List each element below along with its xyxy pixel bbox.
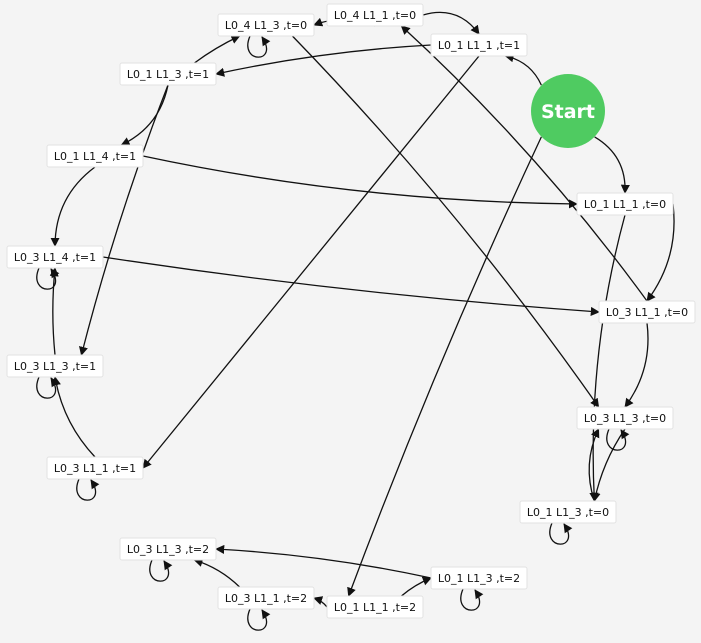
state-node[interactable]: L0_4 L1_1 ,t=0 bbox=[326, 3, 424, 27]
edge-n01_13_1-to-n04_13_0 bbox=[194, 35, 241, 64]
edge-n04_13_0-to-n03_13_0 bbox=[291, 35, 600, 408]
state-node-box bbox=[326, 3, 424, 27]
start-node[interactable]: Start bbox=[531, 74, 605, 148]
edge-n03_13_2-to-n03_13_2 bbox=[149, 559, 173, 582]
state-node-box bbox=[519, 500, 617, 524]
state-node-label: L0_1 L1_1 ,t=1 bbox=[438, 39, 520, 52]
state-node-label: L0_3 L1_4 ,t=1 bbox=[14, 251, 96, 264]
start-node-label: Start bbox=[541, 101, 595, 123]
edge-n03_11_1-to-n03_11_1 bbox=[76, 478, 100, 501]
state-node-label: L0_1 L1_3 ,t=0 bbox=[527, 506, 609, 519]
edge-n01_14_1-to-n01_11_0 bbox=[142, 155, 578, 209]
edge-n01_13_0-to-n01_13_0 bbox=[549, 522, 573, 545]
state-node-label: L0_4 L1_1 ,t=0 bbox=[334, 9, 416, 22]
edge-n03_11_0-to-n03_13_0 bbox=[624, 322, 649, 408]
edge-n01_13_1-to-n03_13_1 bbox=[79, 84, 169, 356]
edge-n_start-to-n01_11_1 bbox=[504, 53, 542, 86]
edge-n03_11_1-to-n03_13_1 bbox=[51, 376, 96, 458]
state-node[interactable]: L0_3 L1_1 ,t=2 bbox=[217, 586, 315, 610]
state-node[interactable]: L0_3 L1_3 ,t=2 bbox=[119, 537, 217, 561]
state-node-label: L0_3 L1_1 ,t=1 bbox=[54, 462, 136, 475]
edge-n04_13_0-to-n04_13_0 bbox=[247, 35, 271, 58]
edge-n03_11_2-to-n03_13_2 bbox=[193, 558, 241, 588]
state-node-box bbox=[46, 456, 144, 480]
edge-n03_13_1-to-n03_14_1 bbox=[49, 267, 59, 356]
edge-n01_13_2-to-n03_13_2 bbox=[215, 544, 432, 579]
state-node-box bbox=[598, 300, 696, 324]
edge-n03_11_0-to-n04_11_0 bbox=[400, 25, 648, 302]
state-node[interactable]: L0_3 L1_1 ,t=1 bbox=[46, 456, 144, 480]
state-node[interactable]: L0_3 L1_4 ,t=1 bbox=[6, 245, 104, 269]
edge-n01_11_0-to-n01_13_0 bbox=[589, 214, 626, 502]
state-node-box bbox=[6, 354, 104, 378]
state-node[interactable]: L0_4 L1_3 ,t=0 bbox=[217, 13, 315, 37]
state-node-box bbox=[576, 192, 674, 216]
edge-n01_13_1-to-n01_14_1 bbox=[120, 84, 169, 146]
state-node[interactable]: L0_3 L1_3 ,t=1 bbox=[6, 354, 104, 378]
state-node-box bbox=[119, 537, 217, 561]
state-node[interactable]: L0_1 L1_1 ,t=2 bbox=[326, 595, 424, 619]
state-node-label: L0_3 L1_3 ,t=0 bbox=[584, 412, 666, 425]
state-node[interactable]: L0_3 L1_3 ,t=0 bbox=[576, 406, 674, 430]
state-node-label: L0_3 L1_1 ,t=2 bbox=[225, 592, 307, 605]
state-node-box bbox=[326, 595, 424, 619]
edge-n_start-to-n01_11_2 bbox=[347, 136, 542, 597]
state-node[interactable]: L0_1 L1_1 ,t=1 bbox=[430, 33, 528, 57]
edge-n01_11_1-to-n03_11_1 bbox=[142, 55, 480, 469]
edge-n03_11_2-to-n03_11_2 bbox=[247, 608, 271, 631]
state-node-label: L0_1 L1_1 ,t=2 bbox=[334, 601, 416, 614]
state-node[interactable]: L0_3 L1_1 ,t=0 bbox=[598, 300, 696, 324]
state-node-label: L0_3 L1_3 ,t=1 bbox=[14, 360, 96, 373]
edge-n03_14_1-to-n03_14_1 bbox=[36, 267, 60, 290]
nodes-layer: Start L0_4 L1_3 ,t=0 L0_4 L1_1 ,t=0L0_1 L1… bbox=[6, 3, 696, 619]
state-node-box bbox=[576, 406, 674, 430]
state-node-label: L0_1 L1_3 ,t=2 bbox=[438, 572, 520, 585]
edge-n01_11_2-to-n03_11_2 bbox=[313, 596, 328, 608]
edges-layer bbox=[36, 11, 675, 631]
state-node-label: L0_3 L1_3 ,t=2 bbox=[127, 543, 209, 556]
state-node-box bbox=[217, 586, 315, 610]
state-node-box bbox=[46, 144, 144, 168]
edge-n03_13_0-to-n01_13_0 bbox=[591, 428, 626, 502]
edge-n04_11_0-to-n01_11_1 bbox=[422, 11, 480, 35]
state-node-label: L0_1 L1_4 ,t=1 bbox=[54, 150, 136, 163]
state-node-label: L0_4 L1_3 ,t=0 bbox=[225, 19, 307, 32]
state-node-box bbox=[430, 33, 528, 57]
edge-n01_11_0-to-n03_11_0 bbox=[646, 203, 675, 302]
edge-n01_11_1-to-n01_13_1 bbox=[215, 44, 432, 77]
state-node-label: L0_1 L1_3 ,t=1 bbox=[127, 68, 209, 81]
state-node[interactable]: L0_1 L1_1 ,t=0 bbox=[576, 192, 674, 216]
edge-n01_11_2-to-n01_13_2 bbox=[400, 576, 432, 597]
state-node-box bbox=[430, 566, 528, 590]
edge-n_start-to-n01_11_0 bbox=[594, 136, 630, 194]
state-node[interactable]: L0_1 L1_3 ,t=0 bbox=[519, 500, 617, 524]
state-node-box bbox=[217, 13, 315, 37]
state-node[interactable]: L0_1 L1_3 ,t=1 bbox=[119, 62, 217, 86]
edge-n03_13_0-to-n03_13_0 bbox=[606, 428, 630, 451]
edge-n01_14_1-to-n03_14_1 bbox=[50, 166, 96, 247]
start-node-circle bbox=[531, 74, 605, 148]
state-node-box bbox=[119, 62, 217, 86]
state-node[interactable]: L0_1 L1_4 ,t=1 bbox=[46, 144, 144, 168]
state-node-box bbox=[6, 245, 104, 269]
edge-n01_13_0-to-n03_13_0 bbox=[588, 428, 600, 502]
edge-n01_13_2-to-n01_13_2 bbox=[460, 588, 484, 611]
edge-n03_13_1-to-n03_13_1 bbox=[36, 376, 60, 399]
state-node-label: L0_1 L1_1 ,t=0 bbox=[584, 198, 666, 211]
edge-n03_14_1-to-n03_11_0 bbox=[102, 256, 600, 316]
state-node-label: L0_3 L1_1 ,t=0 bbox=[606, 306, 688, 319]
state-node[interactable]: L0_1 L1_3 ,t=2 bbox=[430, 566, 528, 590]
